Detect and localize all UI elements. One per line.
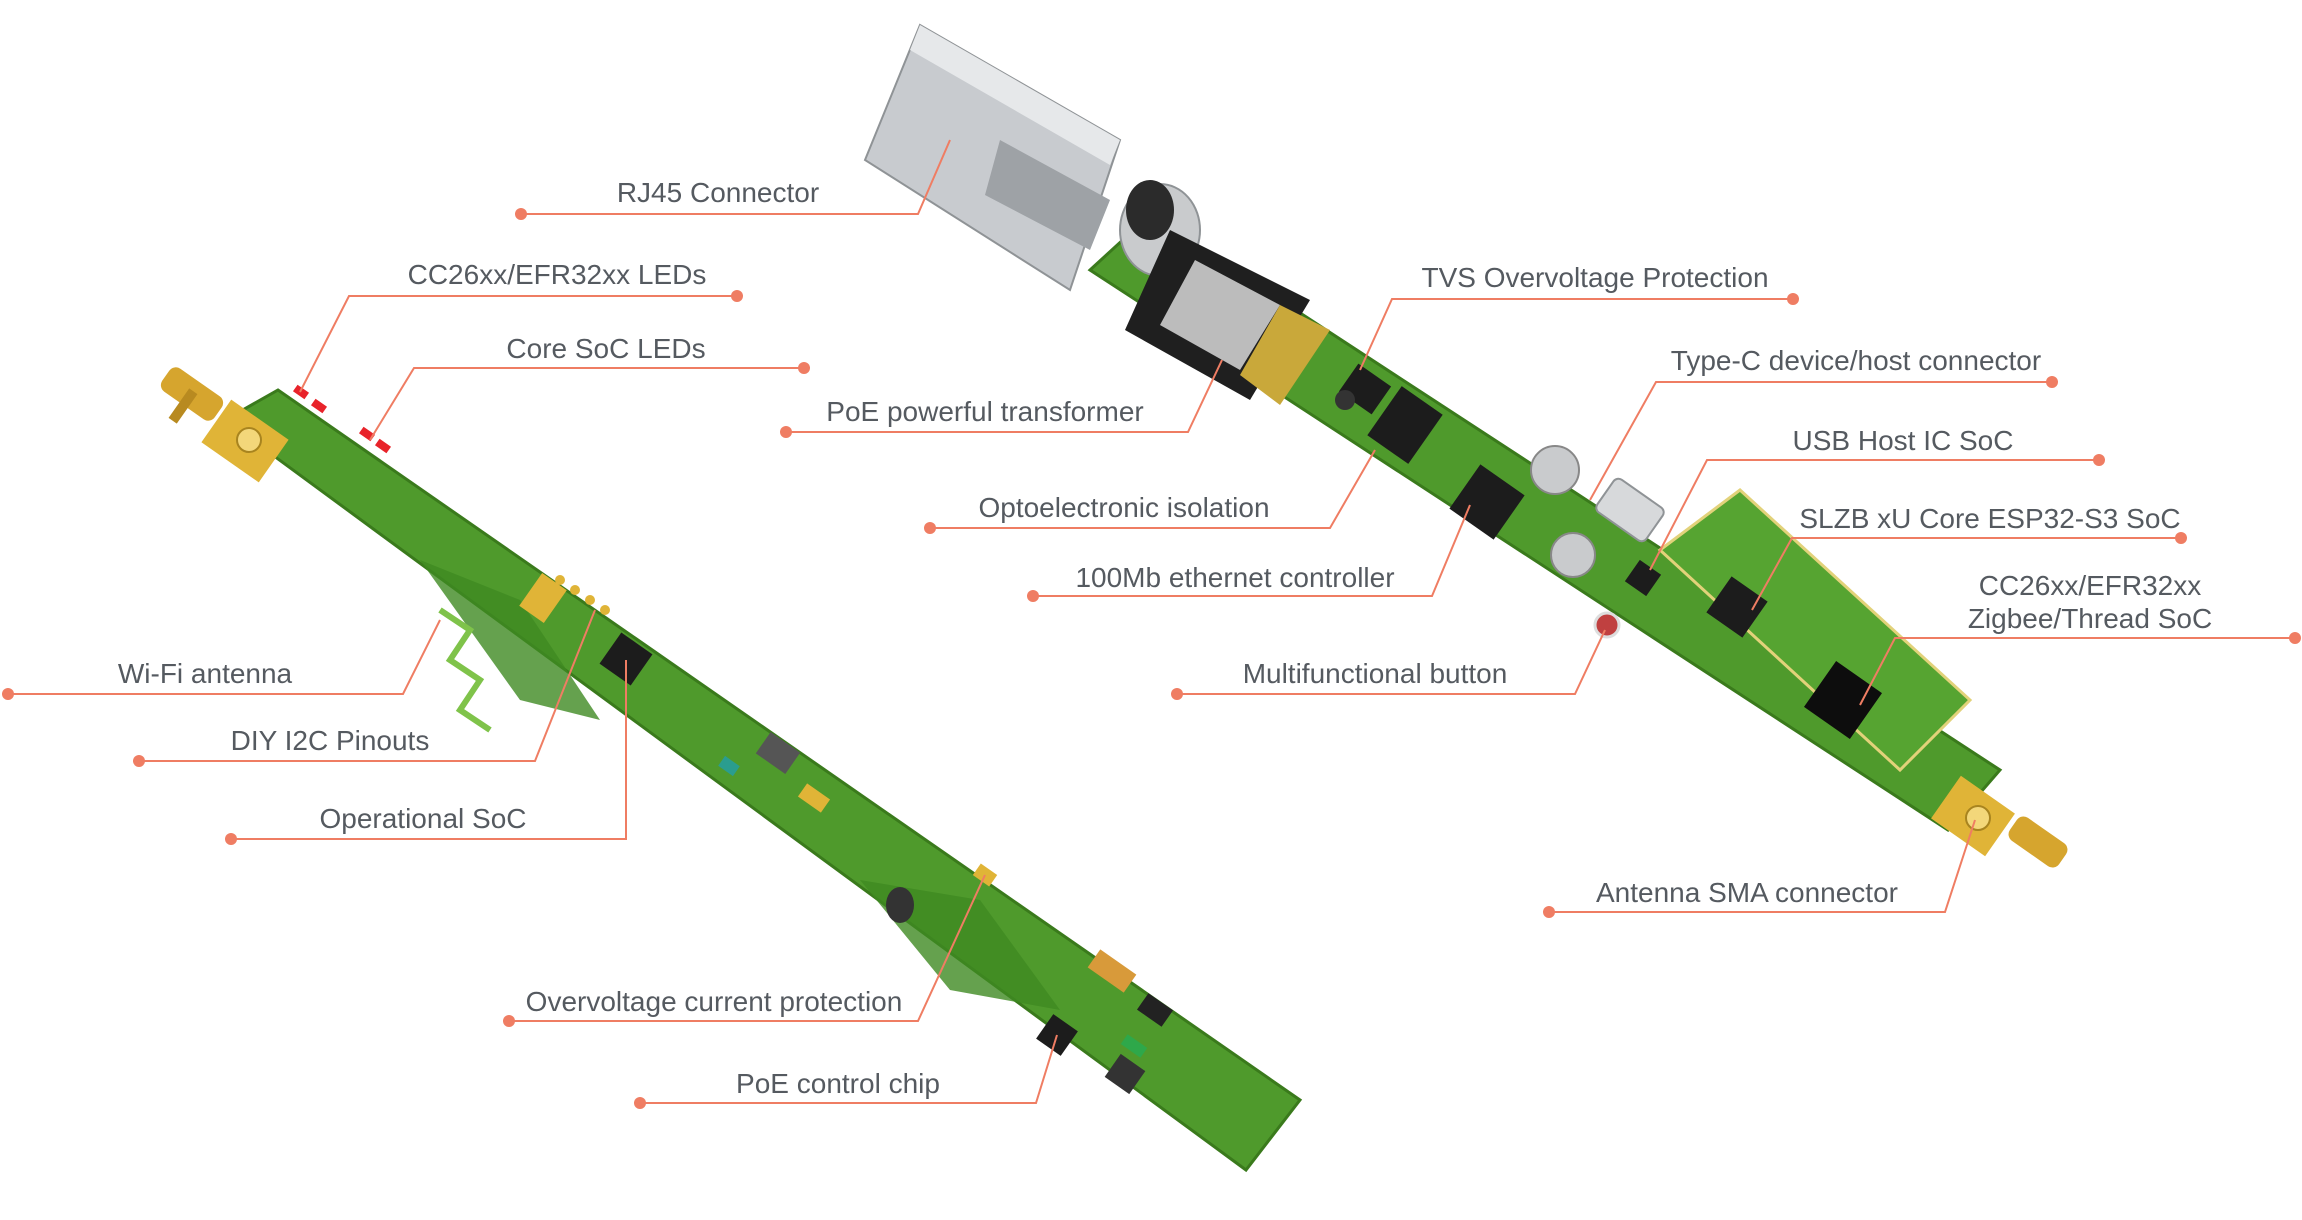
label-optoelectronic-isolation: Optoelectronic isolation [978,492,1269,523]
label-antenna-sma-connector: Antenna SMA connector [1596,877,1898,908]
wifi-antenna-trace [438,607,492,733]
callout-usb-host-ic-soc: USB Host IC SoC [1649,425,2105,571]
label-usb-host-ic-soc: USB Host IC SoC [1793,425,2014,456]
operational-soc-chip [599,632,653,686]
callout-antenna-sma-connector: Antenna SMA connector [1543,819,1976,918]
label-wifi-antenna: Wi-Fi antenna [118,658,293,689]
label-operational-soc: Operational SoC [319,803,526,834]
callout-ethernet-controller: 100Mb ethernet controller [1027,504,1471,602]
callout-operational-soc: Operational SoC [225,660,627,845]
i2c-pinout-pads [555,575,610,615]
callouts: RJ45 Connector CC26xx/EFR32xx LEDs Core … [2,139,2301,1109]
callout-core-soc-leds: Core SoC LEDs [369,333,810,441]
type-c-connector-part [1595,477,1665,543]
callout-diy-i2c-pinouts: DIY I2C Pinouts [133,609,596,767]
label-overvoltage-current-protection: Overvoltage current protection [526,986,903,1017]
label-diy-i2c-pinouts: DIY I2C Pinouts [231,725,430,756]
esp32-s3-chip [1706,576,1768,638]
label-tvs-overvoltage-protection: TVS Overvoltage Protection [1421,262,1768,293]
callout-zigbee-thread-soc: CC26xx/EFR32xx Zigbee/Thread SoC [1859,570,2301,706]
multifunctional-button-part [1593,611,1621,639]
left-sma-connector [160,367,289,483]
label-zigbee-thread-soc-line2: Zigbee/Thread SoC [1968,603,2212,634]
rj45-connector-part [863,23,1122,292]
label-zigbee-thread-soc-line1: CC26xx/EFR32xx [1979,570,2202,601]
poe-transformer-part [1125,230,1330,405]
label-type-c-connector: Type-C device/host connector [1671,345,2041,376]
optoelectronic-isolator [1367,386,1443,464]
label-multifunctional-button: Multifunctional button [1243,658,1508,689]
callout-optoelectronic-isolation: Optoelectronic isolation [924,449,1376,534]
callout-slzb-core-soc: SLZB xU Core ESP32-S3 SoC [1751,503,2187,611]
left-cc-led-2 [310,398,328,414]
callout-cc26xx-efr32xx-leds: CC26xx/EFR32xx LEDs [299,259,743,393]
label-poe-transformer: PoE powerful transformer [826,396,1143,427]
label-ethernet-controller: 100Mb ethernet controller [1075,562,1394,593]
callout-wifi-antenna: Wi-Fi antenna [2,619,441,700]
ethernet-controller-chip [1449,464,1525,540]
left-core-led-2 [374,438,392,454]
label-slzb-core-soc: SLZB xU Core ESP32-S3 SoC [1799,503,2180,534]
callout-type-c-connector: Type-C device/host connector [1589,345,2058,501]
callout-poe-transformer: PoE powerful transformer [780,359,1223,438]
callout-poe-control-chip: PoE control chip [634,1034,1058,1109]
label-rj45-connector: RJ45 Connector [617,177,819,208]
label-cc26xx-efr32xx-leds: CC26xx/EFR32xx LEDs [408,259,707,290]
left-pcb-board [160,367,1303,1173]
callout-multifunctional-button: Multifunctional button [1171,629,1606,700]
callout-overvoltage-current-protection: Overvoltage current protection [503,874,986,1027]
right-pcb-board [863,23,2068,868]
right-sma-connector [1931,775,2068,868]
label-core-soc-leds: Core SoC LEDs [506,333,705,364]
label-poe-control-chip: PoE control chip [736,1068,940,1099]
callout-tvs-overvoltage-protection: TVS Overvoltage Protection [1359,262,1799,371]
callout-rj45-connector: RJ45 Connector [515,139,951,220]
zigbee-soc-chip [1804,661,1882,739]
